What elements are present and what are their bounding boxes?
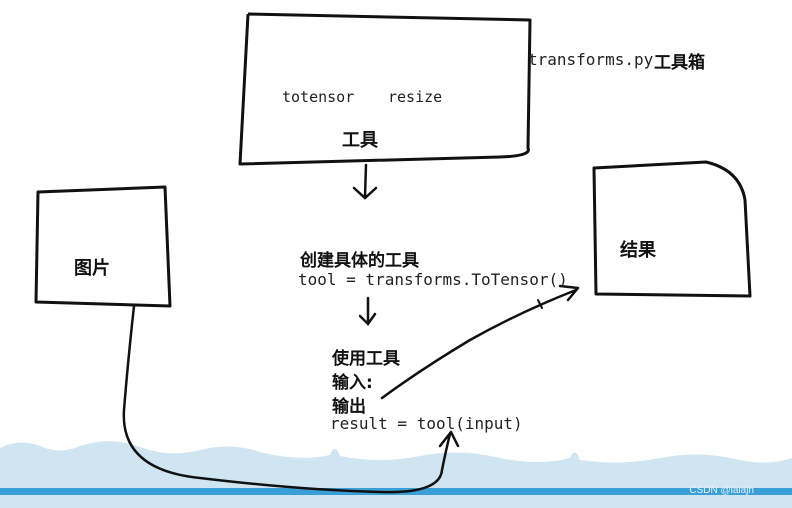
tool-resize-text: resize <box>388 88 443 106</box>
image-label: 图片 <box>74 258 110 279</box>
use-step-title: 使用工具 <box>332 349 400 369</box>
csdn-watermark: CSDN @lalajh <box>689 485 754 496</box>
create-step-code: tool = transforms.ToTensor() <box>298 270 568 289</box>
arrow-create-down <box>358 296 377 326</box>
arrow-image-to-input <box>122 304 460 494</box>
arrow-to-result <box>380 284 580 400</box>
use-step-code: result = tool(input) <box>330 414 523 433</box>
tools-label: 工具 <box>342 130 378 151</box>
use-step-output: 输出 <box>332 397 366 417</box>
create-step-title: 创建具体的工具 <box>300 251 419 271</box>
tool-totensor-text: totensor <box>282 88 355 106</box>
use-step-input: 输入: <box>332 373 373 393</box>
image-box <box>34 185 172 308</box>
wave-decoration <box>0 441 792 508</box>
tools-box <box>238 12 532 166</box>
filename-text: transforms.py <box>528 50 654 69</box>
result-box <box>592 160 752 298</box>
result-label: 结果 <box>620 240 656 261</box>
arrow-tools-down <box>352 163 378 200</box>
small-tick <box>537 299 543 309</box>
toolbox-label: 工具箱 <box>654 53 705 73</box>
